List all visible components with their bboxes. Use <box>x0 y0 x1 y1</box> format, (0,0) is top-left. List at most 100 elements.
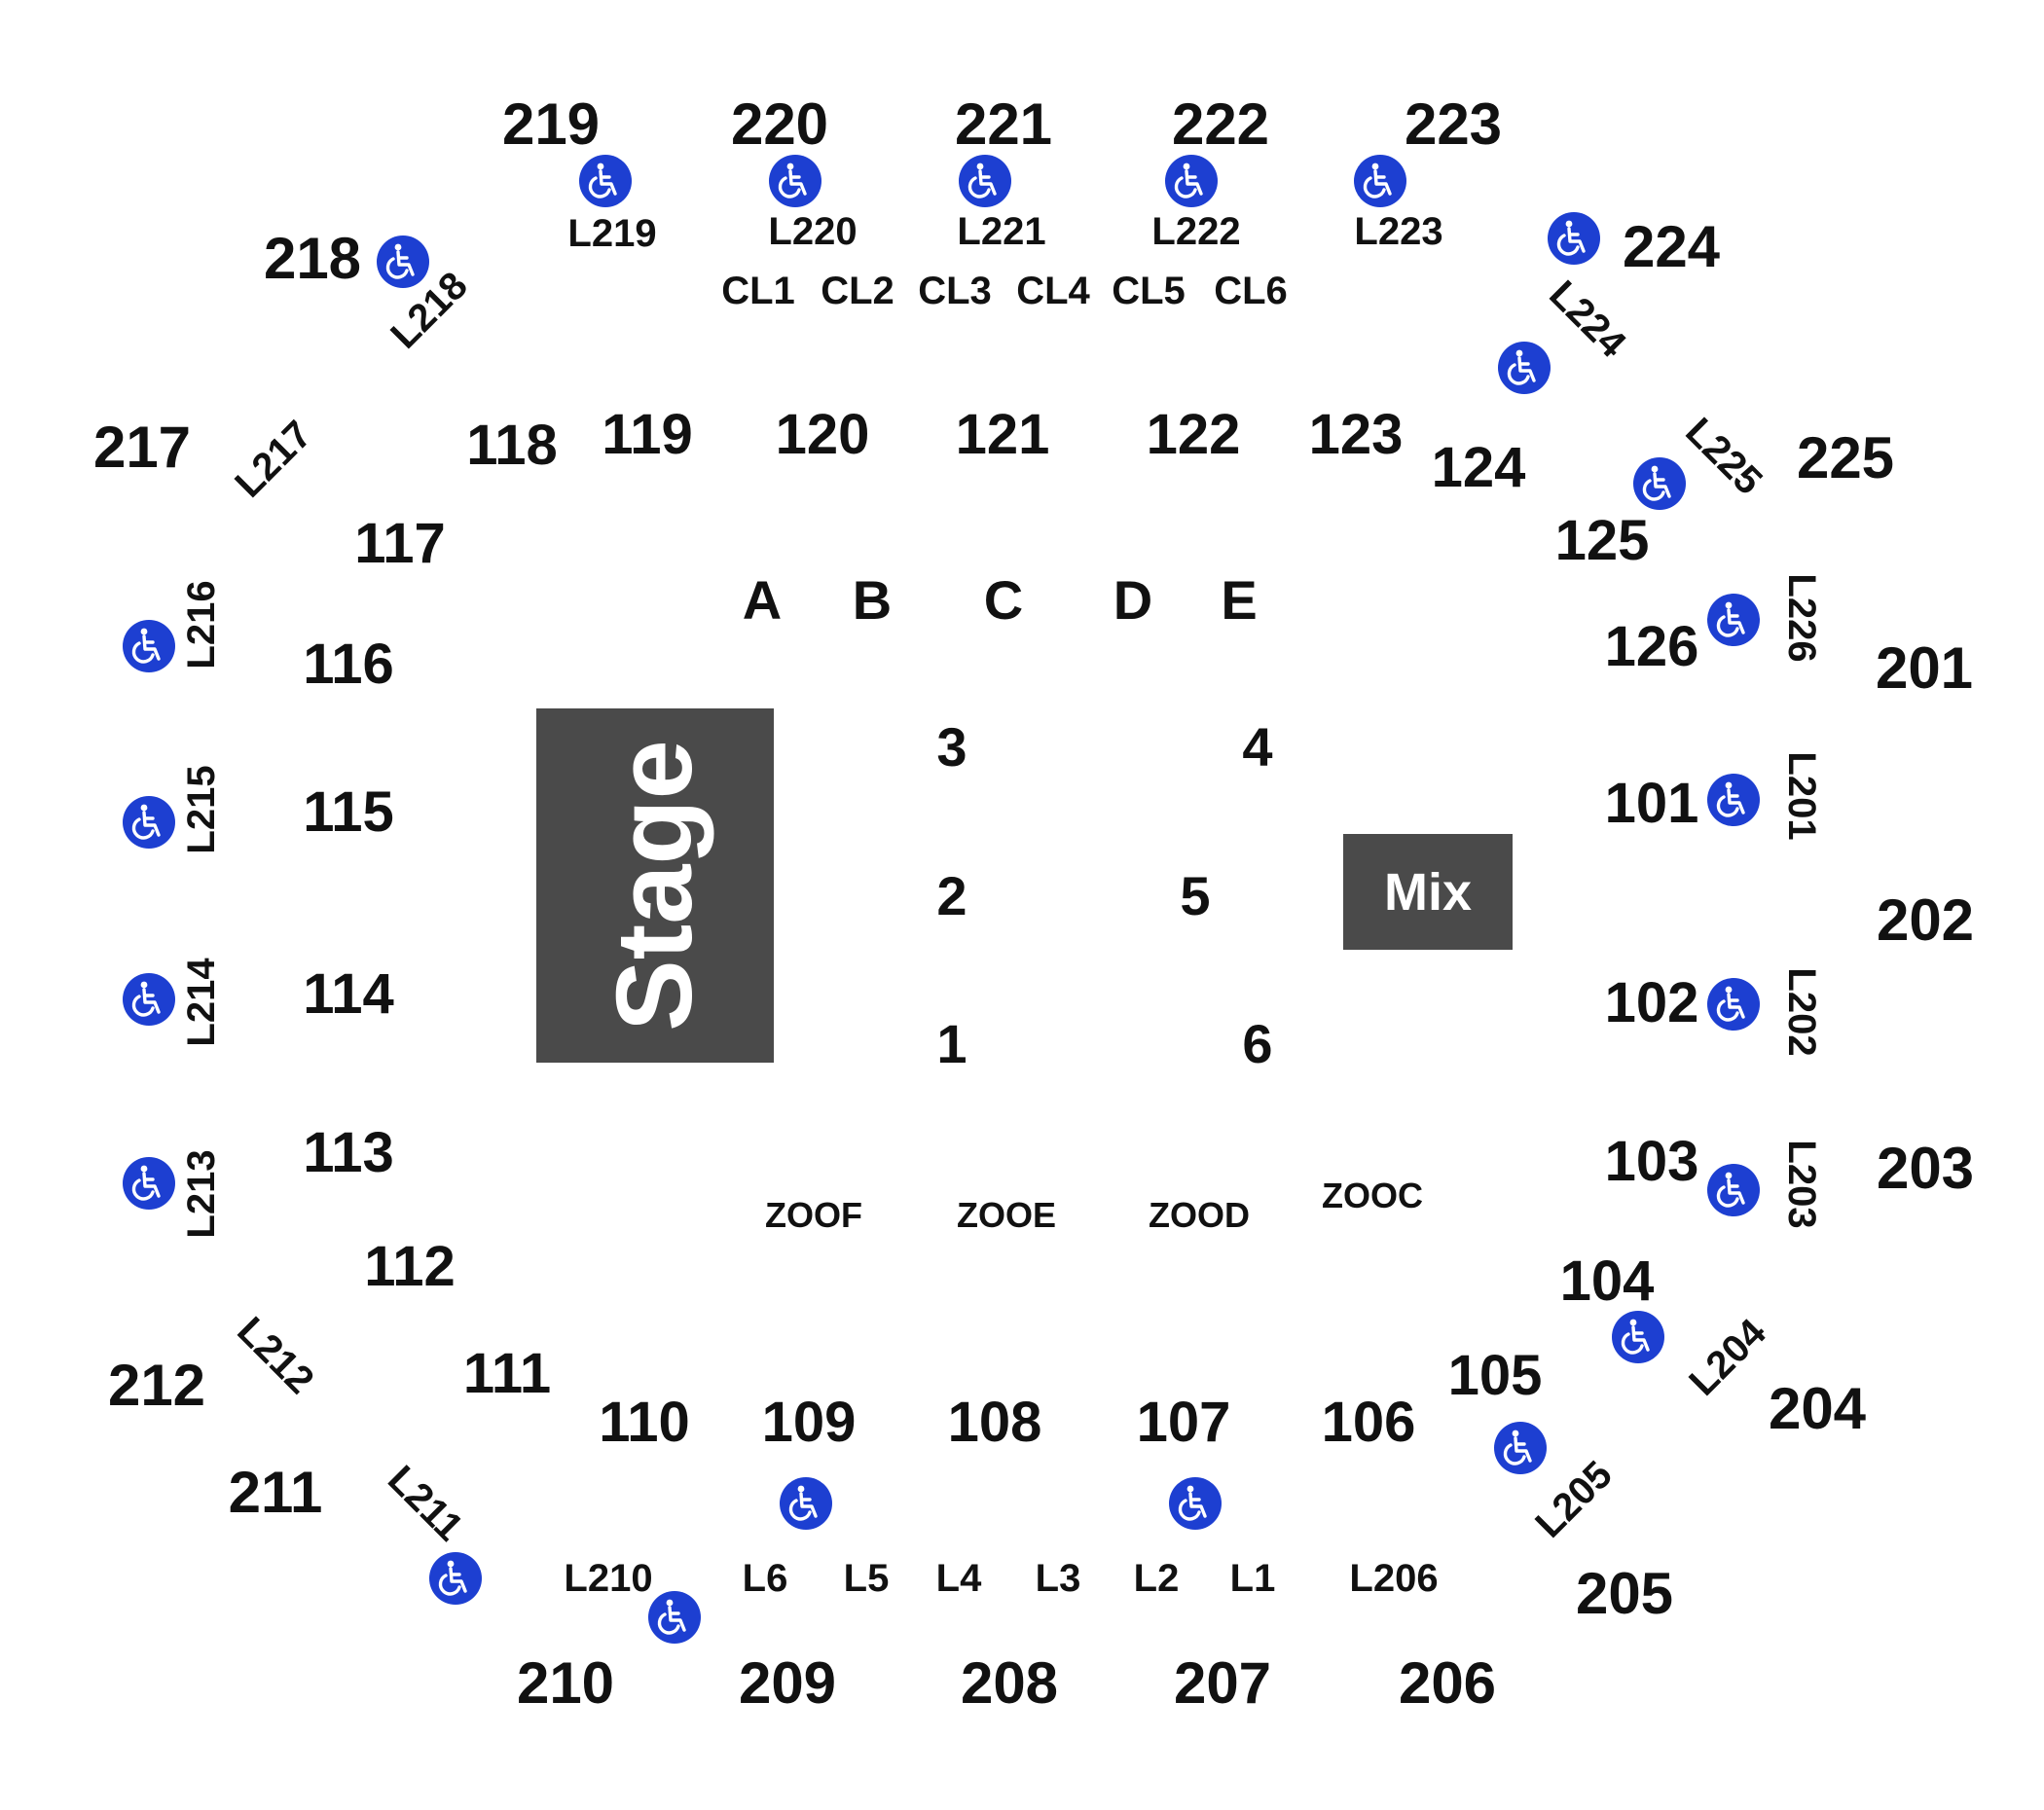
section-120[interactable]: 120 <box>775 403 870 466</box>
lodge-l4[interactable]: L4 <box>935 1557 982 1600</box>
section-105[interactable]: 105 <box>1447 1344 1543 1407</box>
lodge-l216[interactable]: L216 <box>180 580 223 670</box>
zone-zoof[interactable]: ZOOF <box>765 1195 862 1235</box>
lodge-l5[interactable]: L5 <box>843 1557 890 1600</box>
floor-pod-4[interactable]: 4 <box>1242 716 1273 778</box>
lodge-l202[interactable]: L202 <box>1780 967 1823 1057</box>
section-103[interactable]: 103 <box>1604 1130 1699 1193</box>
section-222[interactable]: 222 <box>1171 91 1270 157</box>
floor-pod-3[interactable]: 3 <box>936 716 967 778</box>
section-223[interactable]: 223 <box>1404 91 1503 157</box>
section-106[interactable]: 106 <box>1321 1391 1416 1454</box>
section-208[interactable]: 208 <box>960 1650 1059 1716</box>
section-218[interactable]: 218 <box>263 226 362 291</box>
section-210[interactable]: 210 <box>516 1650 615 1716</box>
lodge-l210[interactable]: L210 <box>564 1557 653 1600</box>
lodge-l213[interactable]: L213 <box>180 1149 223 1239</box>
floor-section-c[interactable]: C <box>983 569 1024 631</box>
section-116[interactable]: 116 <box>303 633 394 696</box>
floor-pod-5[interactable]: 5 <box>1180 865 1211 926</box>
floor-pod-2[interactable]: 2 <box>936 865 967 926</box>
floor-section-e[interactable]: E <box>1221 569 1258 631</box>
section-101[interactable]: 101 <box>1604 772 1699 835</box>
section-123[interactable]: 123 <box>1308 403 1404 466</box>
lodge-l219[interactable]: L219 <box>567 212 657 255</box>
lodge-l204[interactable]: L204 <box>1681 1311 1774 1404</box>
section-102[interactable]: 102 <box>1604 971 1699 1034</box>
section-209[interactable]: 209 <box>738 1650 837 1716</box>
lodge-l224[interactable]: L224 <box>1541 272 1634 366</box>
lodge-l215[interactable]: L215 <box>180 765 223 854</box>
section-124[interactable]: 124 <box>1431 436 1526 499</box>
section-203[interactable]: 203 <box>1876 1136 1975 1201</box>
section-108[interactable]: 108 <box>947 1391 1042 1454</box>
section-121[interactable]: 121 <box>955 403 1050 466</box>
section-118[interactable]: 118 <box>466 414 558 477</box>
lodge-l225[interactable]: L225 <box>1677 410 1770 503</box>
section-219[interactable]: 219 <box>501 91 601 157</box>
lodge-l226[interactable]: L226 <box>1780 573 1823 663</box>
lodge-l211[interactable]: L211 <box>379 1457 472 1550</box>
section-113[interactable]: 113 <box>303 1121 394 1184</box>
zone-zooe[interactable]: ZOOE <box>956 1195 1057 1235</box>
section-224[interactable]: 224 <box>1622 214 1721 279</box>
section-221[interactable]: 221 <box>954 91 1053 157</box>
section-119[interactable]: 119 <box>602 403 693 466</box>
zone-zooc[interactable]: ZOOC <box>1322 1176 1423 1215</box>
lodge-l222[interactable]: L222 <box>1151 210 1241 253</box>
section-205[interactable]: 205 <box>1575 1561 1674 1626</box>
lodge-l221[interactable]: L221 <box>957 210 1046 253</box>
lodge-l212[interactable]: L212 <box>229 1309 322 1402</box>
section-109[interactable]: 109 <box>761 1391 857 1454</box>
club-box-cl3[interactable]: CL3 <box>918 270 992 312</box>
club-box-cl4[interactable]: CL4 <box>1016 270 1090 312</box>
floor-section-d[interactable]: D <box>1113 569 1153 631</box>
wheelchair-icon <box>780 1477 832 1530</box>
club-box-cl6[interactable]: CL6 <box>1214 270 1288 312</box>
lodge-l223[interactable]: L223 <box>1354 210 1443 253</box>
lodge-l203[interactable]: L203 <box>1780 1140 1823 1229</box>
section-122[interactable]: 122 <box>1146 403 1241 466</box>
mix-label: Mix <box>1383 862 1473 922</box>
lodge-l6[interactable]: L6 <box>742 1557 788 1600</box>
lodge-l214[interactable]: L214 <box>180 958 223 1047</box>
section-211[interactable]: 211 <box>228 1460 323 1525</box>
section-206[interactable]: 206 <box>1398 1650 1497 1716</box>
lodge-l201[interactable]: L201 <box>1780 751 1823 841</box>
section-110[interactable]: 110 <box>599 1391 690 1454</box>
section-107[interactable]: 107 <box>1136 1391 1231 1454</box>
section-217[interactable]: 217 <box>92 415 192 480</box>
stage[interactable]: Stage <box>536 708 774 1063</box>
section-201[interactable]: 201 <box>1875 635 1974 701</box>
lodge-l220[interactable]: L220 <box>768 210 858 253</box>
section-204[interactable]: 204 <box>1768 1376 1867 1441</box>
floor-pod-1[interactable]: 1 <box>936 1013 967 1074</box>
lodge-l3[interactable]: L3 <box>1035 1557 1081 1600</box>
section-225[interactable]: 225 <box>1796 425 1895 490</box>
floor-section-a[interactable]: A <box>742 569 783 631</box>
section-114[interactable]: 114 <box>303 962 394 1026</box>
section-212[interactable]: 212 <box>107 1353 206 1418</box>
section-112[interactable]: 112 <box>364 1235 456 1298</box>
lodge-l2[interactable]: L2 <box>1133 1557 1180 1600</box>
section-220[interactable]: 220 <box>730 91 829 157</box>
club-box-cl5[interactable]: CL5 <box>1112 270 1186 312</box>
section-207[interactable]: 207 <box>1173 1650 1272 1716</box>
club-box-cl1[interactable]: CL1 <box>721 270 795 312</box>
mix-position[interactable]: Mix <box>1343 834 1513 950</box>
wheelchair-icon <box>429 1552 482 1605</box>
lodge-l206[interactable]: L206 <box>1349 1557 1439 1600</box>
club-box-cl2[interactable]: CL2 <box>821 270 894 312</box>
section-202[interactable]: 202 <box>1876 887 1975 953</box>
section-115[interactable]: 115 <box>303 780 394 844</box>
section-117[interactable]: 117 <box>354 512 446 575</box>
section-111[interactable]: 111 <box>462 1342 552 1405</box>
section-125[interactable]: 125 <box>1554 509 1650 572</box>
lodge-l1[interactable]: L1 <box>1229 1557 1276 1600</box>
zone-zood[interactable]: ZOOD <box>1149 1195 1250 1235</box>
floor-section-b[interactable]: B <box>852 569 893 631</box>
section-104[interactable]: 104 <box>1559 1249 1655 1313</box>
lodge-l217[interactable]: L217 <box>227 413 320 506</box>
floor-pod-6[interactable]: 6 <box>1242 1013 1273 1074</box>
section-126[interactable]: 126 <box>1604 615 1699 678</box>
